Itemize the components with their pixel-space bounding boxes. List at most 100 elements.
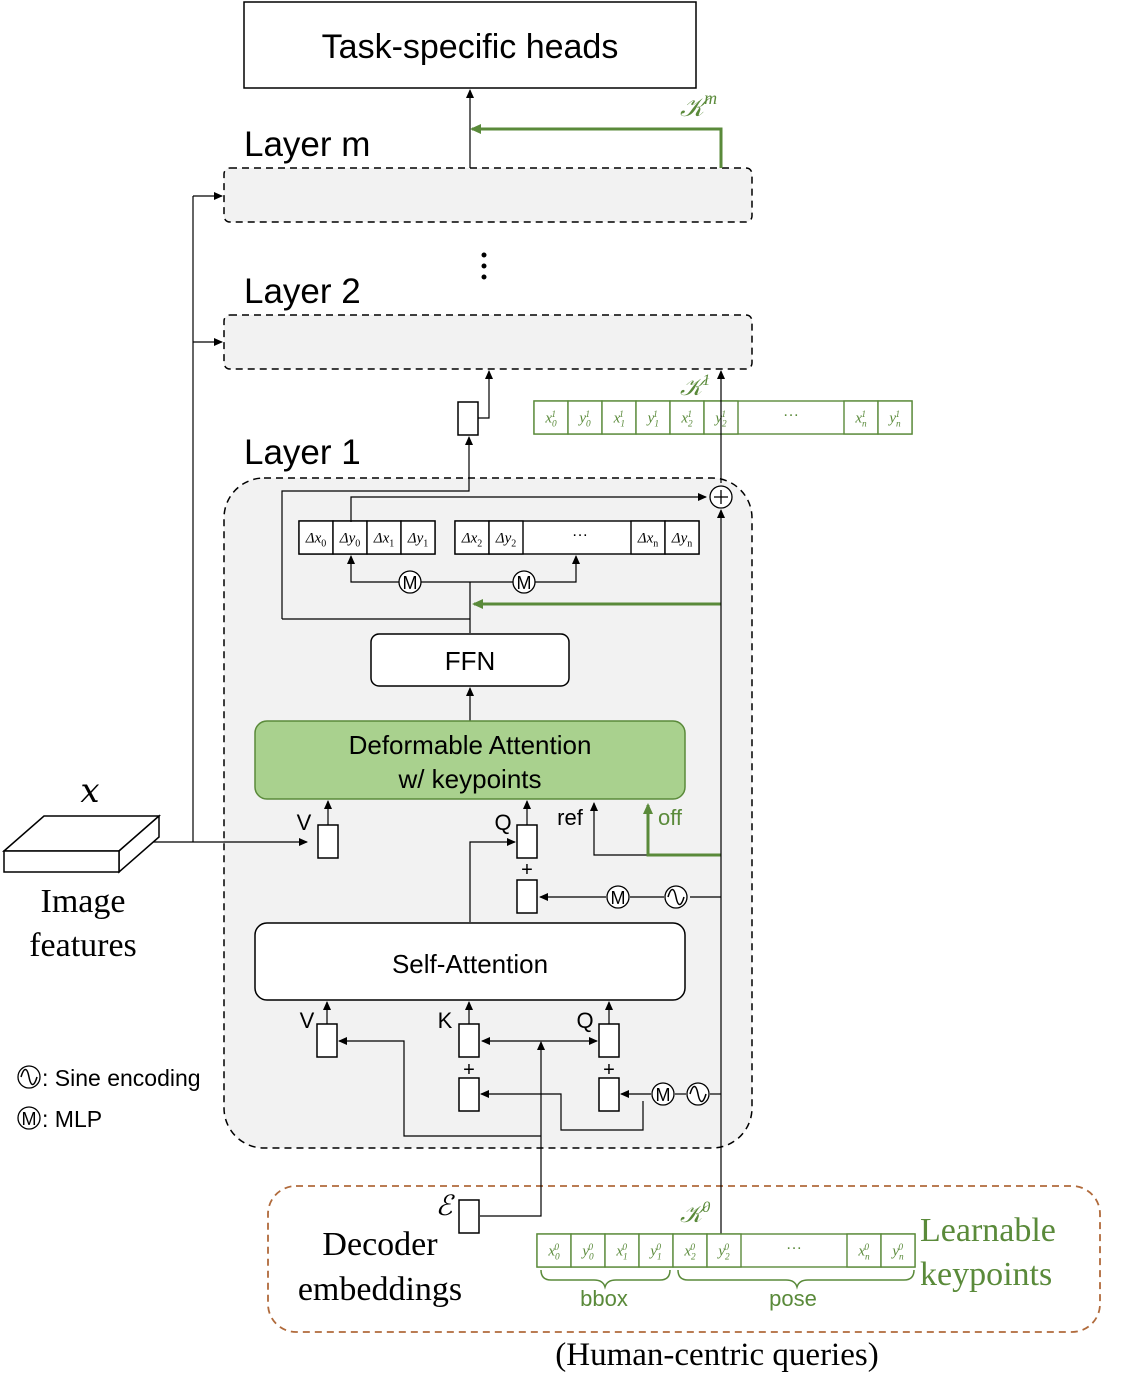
row-ellipsis: ··· — [783, 407, 799, 424]
delta-cell — [298, 520, 334, 555]
v-token-self — [316, 1023, 338, 1058]
delta-cell-label: Δy1 — [407, 531, 428, 550]
ref-label: ref — [557, 805, 584, 830]
off-label: off — [658, 805, 683, 830]
delta-cell — [366, 520, 402, 555]
delta-cell-label: Δx2 — [461, 531, 482, 550]
row-cell — [846, 1233, 882, 1268]
row-cell-label: y10 — [648, 1243, 661, 1263]
e-symbol: ℰ — [436, 1191, 456, 1222]
decoder-embeddings-label-1: Decoder — [322, 1226, 438, 1263]
delta-cell — [400, 520, 436, 555]
self-attention-box — [254, 922, 686, 1001]
row-cell — [536, 1233, 572, 1268]
row-cell — [669, 400, 705, 435]
row-cell — [672, 1233, 708, 1268]
delta-cell — [664, 520, 700, 555]
pose-label: pose — [769, 1286, 817, 1311]
row-cell-label: x11 — [613, 410, 625, 430]
row-cell-label: y00 — [580, 1243, 594, 1263]
layer-1-label: Layer 1 — [244, 433, 361, 472]
delta-cell-label: Δx1 — [373, 531, 394, 550]
delta-cell — [630, 520, 666, 555]
sine-encoding-icon — [664, 885, 688, 909]
image-features-label-2: features — [29, 927, 137, 964]
bbox-label: bbox — [580, 1286, 628, 1311]
mlp-icon: M — [17, 1106, 41, 1130]
mlp-icon: M — [606, 885, 630, 909]
row-cell — [880, 1233, 916, 1268]
deformable-attention-box — [254, 720, 686, 800]
row-cell — [877, 400, 913, 435]
bbox-brace — [540, 1269, 671, 1290]
add-token-k — [458, 1077, 480, 1112]
q-token-deform — [516, 824, 538, 859]
vertical-dots — [481, 252, 487, 280]
row-cell-label: x00 — [547, 1243, 560, 1263]
q-label-deform: Q — [494, 810, 511, 835]
delta-cell-label: Δx0 — [305, 531, 326, 550]
mlp-icon: M — [398, 570, 422, 594]
q-label-self: Q — [576, 1008, 593, 1033]
k-label-self: K — [438, 1008, 453, 1033]
row-cell — [570, 1233, 606, 1268]
legend-sine-label: : Sine encoding — [42, 1065, 201, 1091]
v-token-deform — [317, 824, 339, 859]
row-cell-label: yn0 — [890, 1243, 904, 1263]
output-token — [457, 401, 479, 436]
delta-cell-label: Δyn — [671, 531, 692, 550]
plus-sign: + — [521, 859, 533, 881]
row-cell-label: x20 — [683, 1243, 696, 1263]
row-cell — [533, 400, 569, 435]
x-symbol: 𝑥 — [80, 773, 99, 810]
task-heads-box — [243, 1, 697, 89]
delta-cell-label: Δxn — [637, 531, 658, 550]
plus-sign: + — [463, 1059, 475, 1081]
ffn-label: FFN — [445, 646, 496, 676]
queries-container — [267, 1185, 1101, 1333]
delta-cell-label: Δy2 — [495, 531, 516, 550]
q-token-self — [598, 1023, 620, 1058]
layer-2-label: Layer 2 — [244, 272, 361, 311]
k-0-label: 𝒦0 — [680, 1199, 710, 1228]
delta-cell — [454, 520, 490, 555]
image-features-label-1: Image — [41, 883, 126, 920]
row-cell-label: y21 — [713, 410, 727, 430]
k-m-label: 𝒦m — [680, 88, 717, 122]
row-cell — [604, 1233, 640, 1268]
add-token-q — [598, 1077, 620, 1112]
sine-encoding-icon — [17, 1065, 41, 1089]
learnable-keypoints-label-2: keypoints — [920, 1256, 1052, 1293]
plus-sign: + — [603, 1059, 615, 1081]
row-cell — [567, 400, 603, 435]
add-token-deform — [516, 879, 538, 914]
v-label-self: V — [300, 1008, 315, 1033]
row-cell-label: y01 — [577, 410, 591, 430]
k-1-label: 𝒦1 — [680, 372, 710, 401]
decoder-embeddings-label-2: embeddings — [298, 1271, 462, 1308]
svg-text:M: M — [22, 1109, 37, 1129]
sine-encoding-icon — [686, 1082, 710, 1106]
row-cell-label: x21 — [680, 410, 693, 430]
row-ellipsis: ··· — [786, 1240, 802, 1257]
delta-cell — [488, 520, 524, 555]
row-cell-label: x01 — [544, 410, 557, 430]
legend-mlp-label: : MLP — [42, 1106, 102, 1132]
self-attention-label: Self-Attention — [392, 949, 548, 979]
row-cell-label: xn1 — [854, 410, 867, 430]
decoder-embedding-token — [458, 1199, 480, 1234]
layer-m-box — [223, 167, 753, 223]
deformable-attention-label-1: Deformable Attention — [349, 730, 592, 760]
pose-brace — [677, 1269, 915, 1290]
k-token-self — [458, 1023, 480, 1058]
image-features-slab — [2, 814, 161, 874]
sum-circle — [709, 485, 733, 509]
svg-text:M: M — [611, 888, 626, 908]
learnable-keypoints-label-1: Learnable — [920, 1212, 1056, 1249]
task-heads-label: Task-specific heads — [322, 28, 619, 66]
legend: : Sine encoding M : MLP — [17, 1065, 201, 1132]
